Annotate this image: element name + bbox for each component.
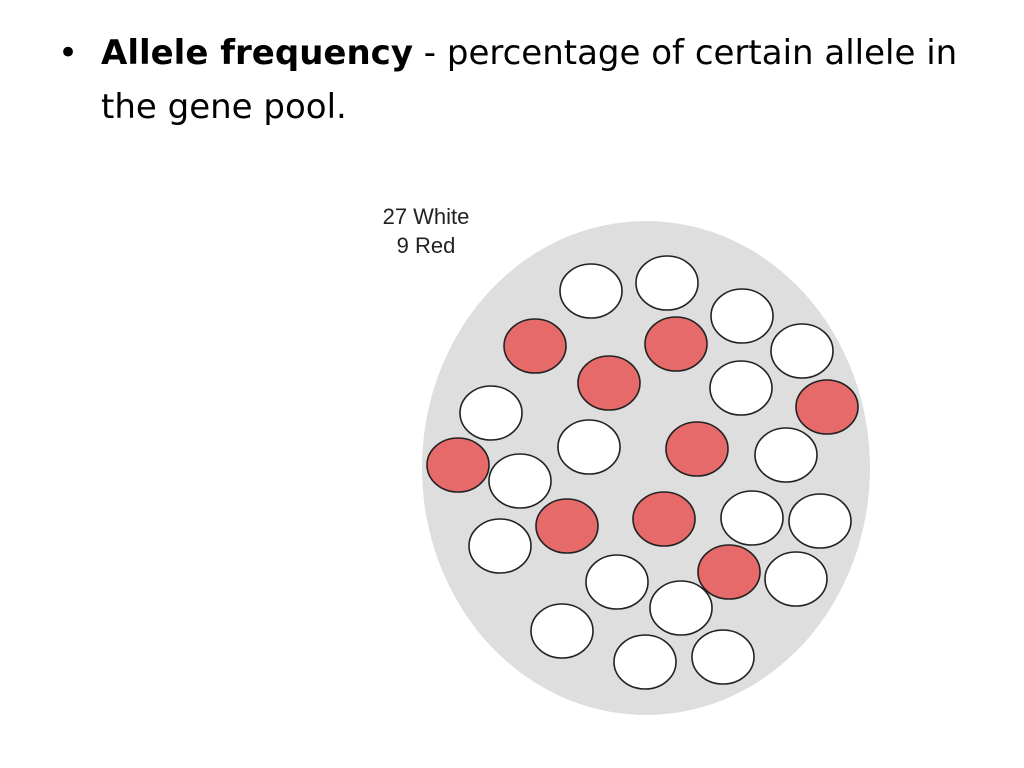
allele-white xyxy=(635,255,699,311)
allele-white xyxy=(585,554,649,610)
allele-white xyxy=(764,551,828,607)
allele-white xyxy=(691,629,755,685)
allele-white xyxy=(720,490,784,546)
allele-white xyxy=(459,385,523,441)
bullet-symbol: • xyxy=(58,33,79,73)
white-count-label: 27 White xyxy=(382,204,470,229)
allele-white xyxy=(559,263,623,319)
term-allele-frequency: Allele frequency xyxy=(101,33,413,73)
allele-red xyxy=(697,544,761,600)
bullet-text: Allele frequency - percentage of certain… xyxy=(101,26,978,134)
allele-white xyxy=(770,323,834,379)
allele-red xyxy=(795,379,859,435)
allele-red xyxy=(535,498,599,554)
allele-white xyxy=(488,453,552,509)
term-separator: - xyxy=(412,33,447,73)
allele-white xyxy=(613,634,677,690)
allele-red xyxy=(503,318,567,374)
allele-group xyxy=(426,255,859,690)
allele-white xyxy=(557,419,621,475)
allele-count-label: 27 White 9 Red xyxy=(355,202,497,260)
allele-red xyxy=(632,491,696,547)
allele-red xyxy=(665,421,729,477)
allele-white xyxy=(788,493,852,549)
allele-white xyxy=(754,427,818,483)
allele-white xyxy=(468,518,532,574)
allele-white xyxy=(709,360,773,416)
allele-white xyxy=(530,603,594,659)
allele-red xyxy=(644,316,708,372)
allele-white xyxy=(649,580,713,636)
allele-red xyxy=(577,355,641,411)
term-definition: percentage of certain allele in the gene… xyxy=(101,33,958,127)
red-count-label: 9 Red xyxy=(396,233,456,258)
allele-red xyxy=(426,437,490,493)
bullet-point: • Allele frequency - percentage of certa… xyxy=(58,26,978,134)
allele-white xyxy=(710,288,774,344)
